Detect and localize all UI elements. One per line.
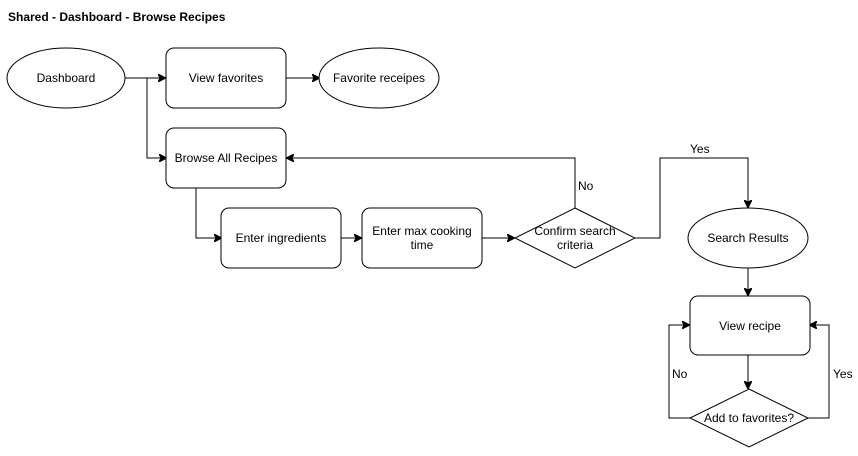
node-enter-ingredients: Enter ingredients — [220, 207, 342, 269]
edge-dashboard-to-browse-all — [146, 78, 166, 158]
edge-browse-to-enter-ingredients — [195, 188, 221, 238]
node-confirm-search-criteria: Confirm search criteria — [513, 207, 637, 269]
node-add-to-favorites: Add to favorites? — [688, 388, 810, 448]
node-add-to-favorites-label: Add to favorites? — [704, 411, 794, 425]
node-search-results: Search Results — [687, 207, 809, 269]
node-search-results-label: Search Results — [707, 231, 788, 245]
edge-confirm-no-to-browse — [287, 158, 576, 208]
node-enter-max-cooking-time-label-line1: Enter max cooking — [372, 224, 471, 238]
node-view-favorites-label: View favorites — [189, 71, 263, 85]
node-confirm-search-criteria-label-line2: criteria — [557, 238, 593, 252]
edge-label-confirm-yes: Yes — [690, 142, 710, 156]
node-browse-all-recipes-label: Browse All Recipes — [175, 151, 278, 165]
edge-confirm-yes-to-search-results — [635, 157, 748, 239]
edges — [125, 78, 830, 419]
edge-add-favorites-yes-to-view-recipe — [808, 325, 830, 419]
node-dashboard: Dashboard — [6, 47, 126, 109]
node-favorite-receipes-label: Favorite receipes — [333, 71, 425, 85]
node-enter-max-cooking-time-label-line2: time — [411, 238, 434, 252]
edge-label-confirm-no: No — [578, 179, 594, 193]
node-view-recipe: View recipe — [689, 295, 811, 356]
node-dashboard-label: Dashboard — [37, 71, 96, 85]
node-enter-ingredients-label: Enter ingredients — [236, 231, 327, 245]
diagram-title: Shared - Dashboard - Browse Recipes — [8, 10, 226, 24]
edge-label-favorites-no: No — [672, 367, 688, 381]
node-enter-max-cooking-time: Enter max cooking time — [361, 207, 483, 269]
node-favorite-receipes: Favorite receipes — [318, 47, 440, 109]
node-confirm-search-criteria-label-line1: Confirm search — [534, 224, 615, 238]
node-browse-all-recipes: Browse All Recipes — [165, 127, 287, 189]
node-view-favorites: View favorites — [165, 47, 287, 109]
edge-label-favorites-yes: Yes — [833, 367, 853, 381]
node-view-recipe-label: View recipe — [719, 319, 781, 333]
edge-add-favorites-no-to-view-recipe — [668, 325, 690, 419]
